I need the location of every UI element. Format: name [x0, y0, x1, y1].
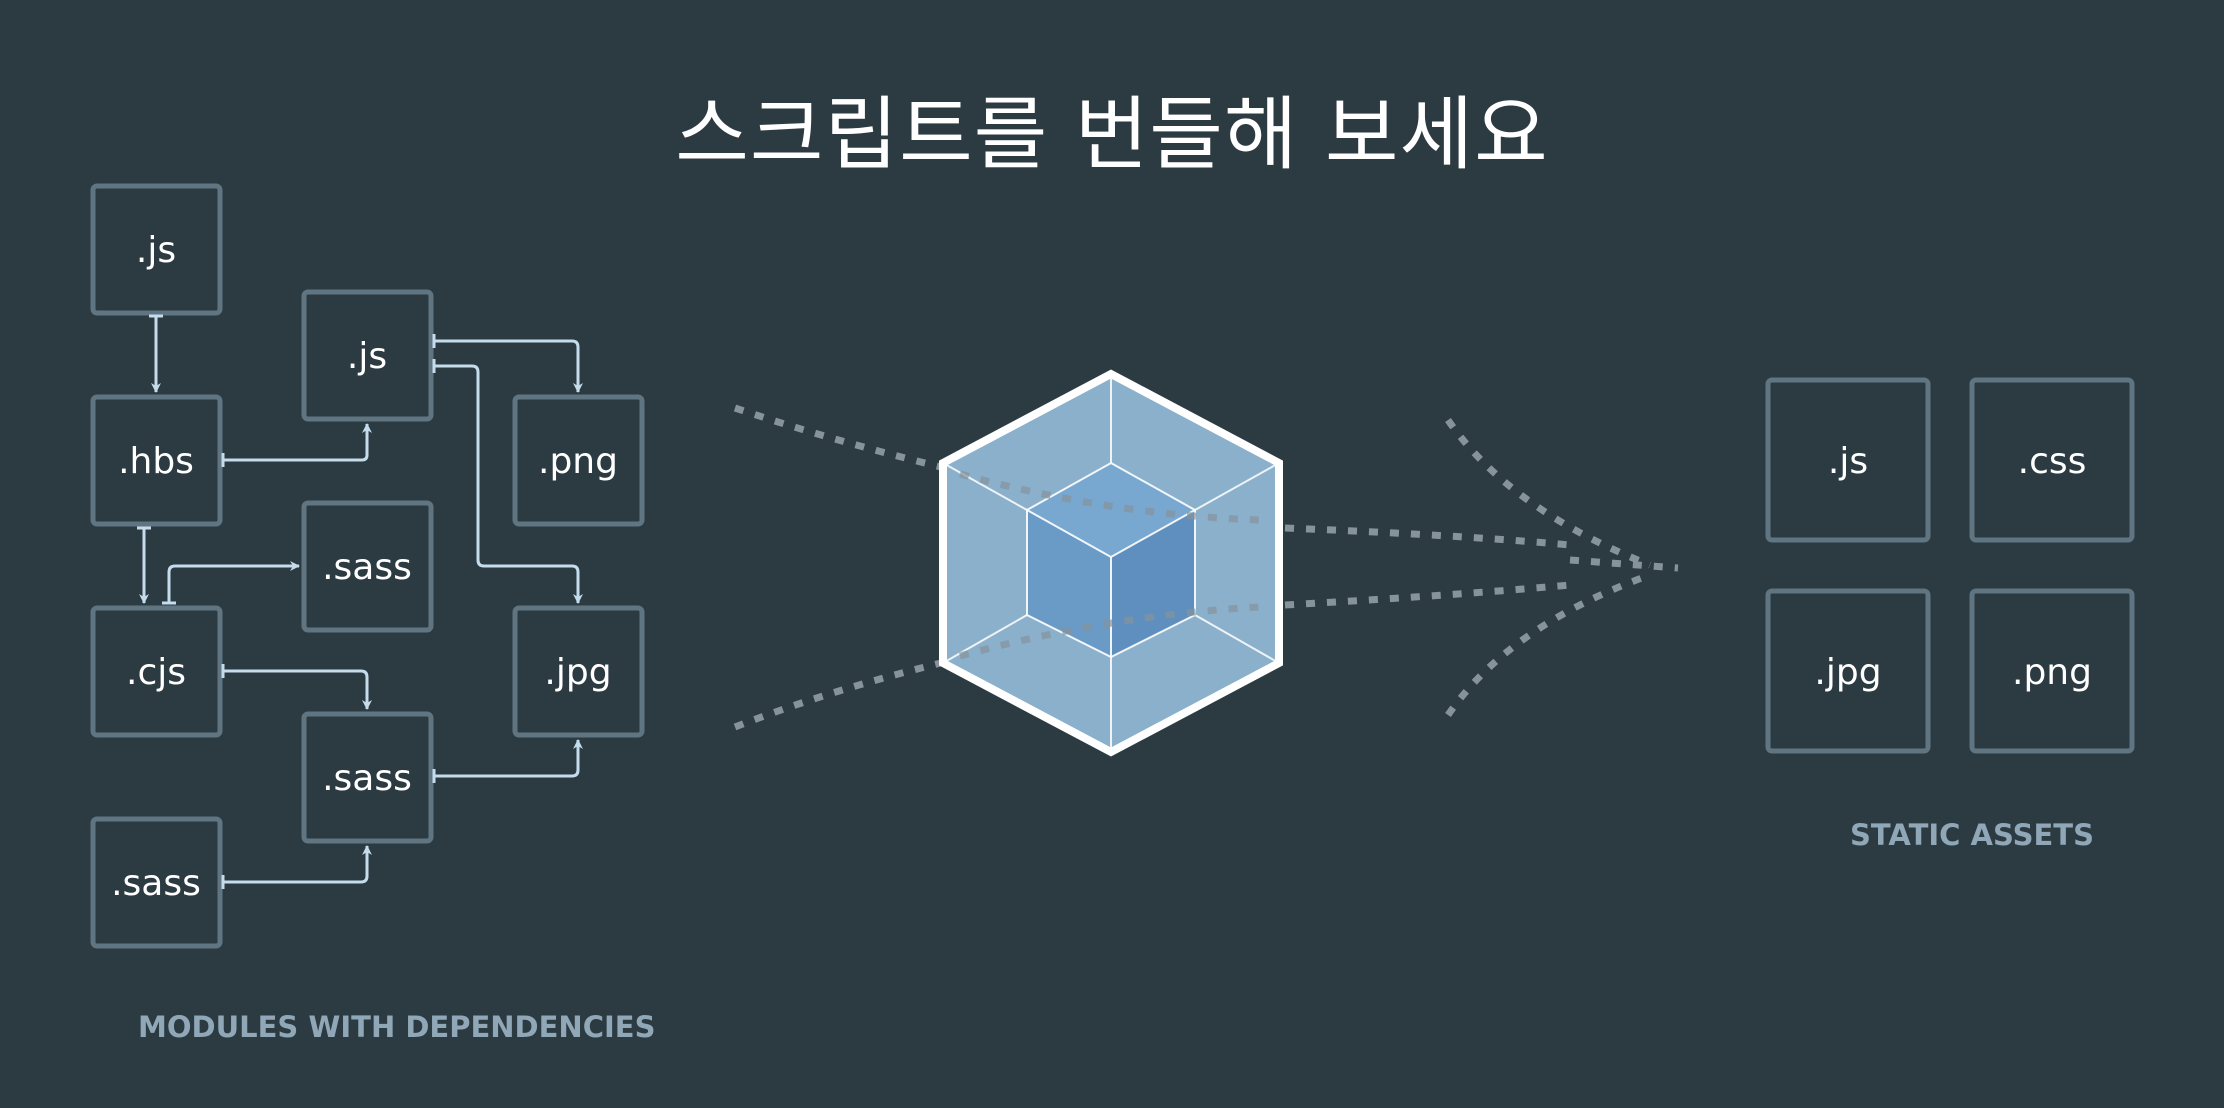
dependency-arrow	[221, 664, 372, 710]
flow-line-through-top	[959, 470, 1261, 524]
flow-line-out-upper	[1445, 418, 1652, 569]
flow-line-out-top	[1284, 524, 1571, 549]
module-box-sass-3: .sass	[90, 816, 223, 949]
module-box-jpg: .jpg	[512, 605, 645, 738]
flow-line-through-bottom	[959, 603, 1261, 660]
flow-line-out-bottom	[1284, 581, 1571, 609]
asset-box-png: .png	[1969, 588, 2135, 754]
asset-box-css: .css	[1969, 377, 2135, 543]
dependency-arrow	[432, 334, 583, 393]
flow-line-out-lower	[1445, 571, 1652, 717]
module-box-js-2: .js	[301, 289, 434, 422]
svg-text:.js: .js	[136, 230, 176, 271]
svg-text:.cjs: .cjs	[126, 652, 186, 693]
svg-text:.png: .png	[2012, 652, 2092, 693]
module-box-js-1: .js	[90, 183, 223, 316]
svg-text:.hbs: .hbs	[118, 441, 194, 482]
module-box-sass-2: .sass	[301, 711, 434, 844]
flow-line-point	[1569, 556, 1679, 572]
page-title: 스크립트를 번들해 보세요	[675, 88, 1549, 181]
svg-text:.jpg: .jpg	[1814, 652, 1881, 693]
flow-line-in-bottom	[733, 658, 946, 731]
module-box-cjs: .cjs	[90, 605, 223, 738]
flow-line-in-top	[733, 404, 946, 472]
svg-text:.jpg: .jpg	[544, 652, 611, 693]
asset-box-jpg: .jpg	[1765, 588, 1931, 754]
dependency-arrow	[149, 314, 163, 393]
dependency-arrow	[432, 739, 583, 783]
dependency-arrow	[221, 845, 372, 889]
svg-text:.js: .js	[1828, 441, 1868, 482]
module-box-png: .png	[512, 394, 645, 527]
modules-caption: MODULES WITH DEPENDENCIES	[138, 1010, 656, 1044]
module-box-hbs: .hbs	[90, 394, 223, 527]
static-assets-caption: STATIC ASSETS	[1850, 818, 2094, 852]
dependency-arrow	[162, 561, 300, 605]
dependency-arrow	[432, 359, 583, 604]
svg-text:.sass: .sass	[322, 547, 412, 588]
webpack-cube-icon	[939, 369, 1283, 757]
dependency-arrow	[221, 423, 372, 467]
svg-text:.png: .png	[538, 441, 618, 482]
svg-text:.js: .js	[347, 336, 387, 377]
svg-text:.css: .css	[2018, 441, 2087, 482]
asset-box-js: .js	[1765, 377, 1931, 543]
svg-text:.sass: .sass	[322, 758, 412, 799]
dependency-arrow	[137, 526, 151, 604]
module-box-sass-1: .sass	[301, 500, 434, 633]
svg-text:.sass: .sass	[111, 863, 201, 904]
